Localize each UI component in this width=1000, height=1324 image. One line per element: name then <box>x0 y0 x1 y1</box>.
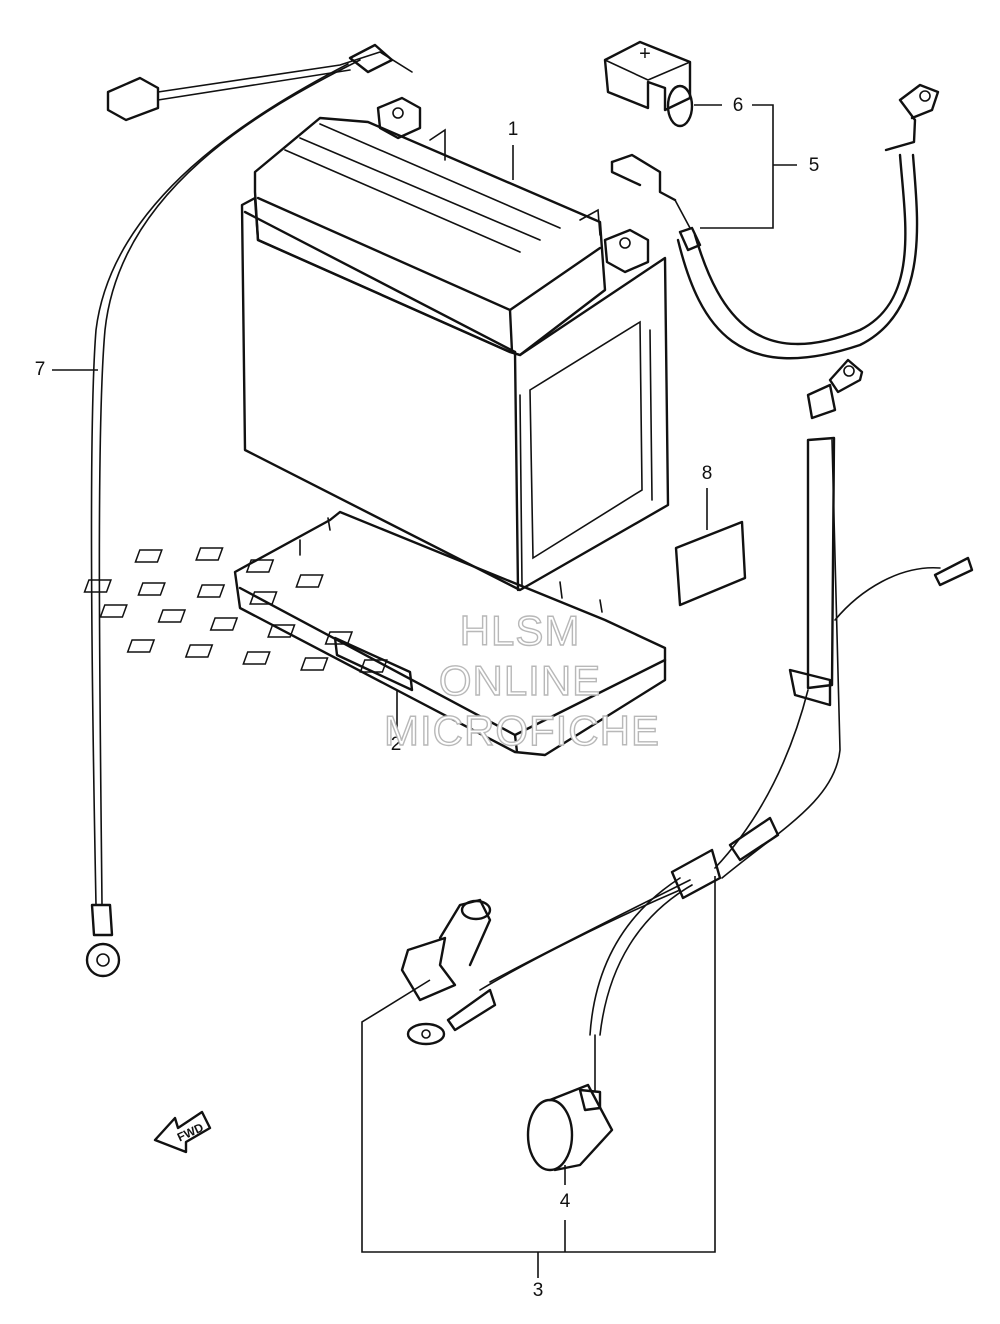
battery-part-1[interactable] <box>240 96 670 592</box>
callout-2: 2 <box>391 734 402 755</box>
callout-3: 3 <box>533 1280 544 1301</box>
leader-lines <box>52 104 797 1278</box>
fwd-label: FWD <box>175 1120 206 1144</box>
callout-5: 5 <box>809 155 820 176</box>
watermark-line-1: HLSM <box>460 607 581 654</box>
battery-tray-part-2[interactable] <box>83 510 667 757</box>
forward-arrow-icon: FWD <box>153 1110 212 1154</box>
watermark-line-3: MICROFICHE <box>384 707 660 754</box>
terminal-cover-plus-mark: + <box>639 43 651 65</box>
negative-cable-part-3[interactable] <box>400 358 974 1091</box>
positive-cable-part-5[interactable] <box>610 83 940 360</box>
watermark-line-2: ONLINE <box>439 657 601 704</box>
callout-1: 1 <box>508 119 519 140</box>
callout-labels: 1 2 3 4 5 6 7 8 <box>35 95 820 1301</box>
callout-4: 4 <box>560 1191 571 1212</box>
terminal-cover-part-6[interactable]: + <box>603 40 694 128</box>
fuse-holder-part-4[interactable] <box>526 1083 614 1172</box>
callout-8: 8 <box>702 463 713 484</box>
callout-6: 6 <box>733 95 744 116</box>
harness-lead-part-7[interactable] <box>85 43 413 978</box>
label-part-8[interactable] <box>674 520 747 607</box>
callout-7: 7 <box>35 359 46 380</box>
watermark: HLSM ONLINE MICROFICHE <box>383 606 660 754</box>
